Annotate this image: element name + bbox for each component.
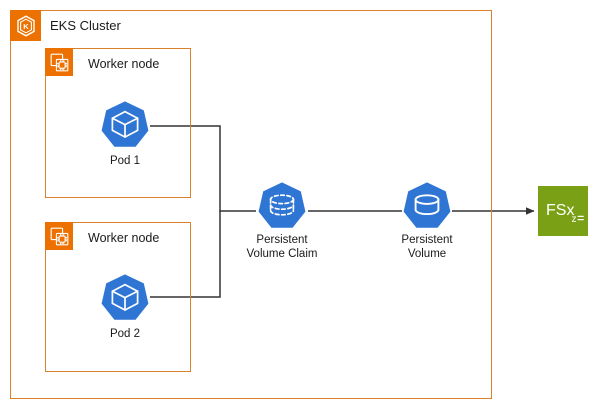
persistent-volume-claim-label: Persistent Volume Claim [246,234,318,260]
fsx-sublabel: z [572,214,577,225]
eks-cluster-icon: K [10,10,41,41]
pod-2-label: Pod 2 [109,328,141,340]
amazon-fsx-icon [538,186,588,236]
eks-cluster-label: EKS Cluster [50,18,121,33]
kubernetes-pvc-icon [255,180,309,234]
worker-node-icon [45,48,73,76]
kubernetes-pod-icon [98,272,152,326]
worker-node-icon [45,222,73,250]
svg-text:K: K [23,22,29,31]
kubernetes-pv-icon [400,180,454,234]
eks-cluster-group [10,10,492,399]
kubernetes-pod-icon [98,99,152,153]
worker-node-1-label: Worker node [88,57,160,71]
fsx-label: FSx [546,202,574,219]
amazon-fsx-wordmark: FSx z [546,202,584,225]
worker-node-2-label: Worker node [88,231,160,245]
worker-node-1-group [45,48,191,198]
pod-1-label: Pod 1 [109,155,141,167]
persistent-volume-label: Persistent Volume [401,234,453,260]
worker-node-2-group [45,222,191,372]
